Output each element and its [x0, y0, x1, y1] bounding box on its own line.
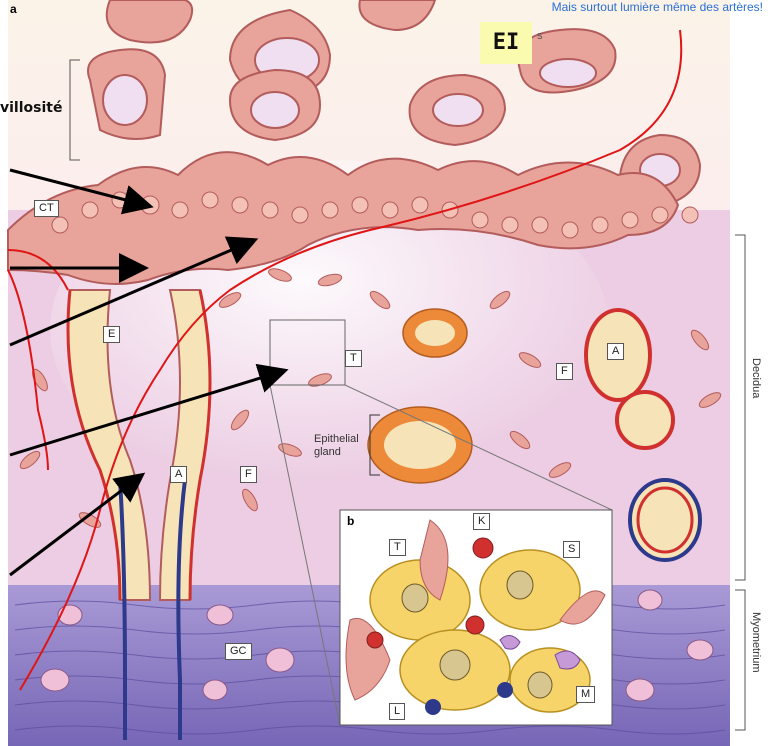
- annotation-red-lines: [7, 29, 683, 691]
- inset-panel-b: [269, 319, 613, 726]
- inset-label-m: M: [576, 686, 596, 703]
- label-t: T: [345, 350, 362, 367]
- epithelial-gland-small: [402, 308, 468, 358]
- villosite-label: villosité: [0, 100, 63, 116]
- gland-label: Epithelial gland: [314, 433, 359, 459]
- decidua-label: Decidua: [750, 358, 762, 399]
- myometrium-label: Myometrium: [750, 612, 762, 673]
- ei-label: EI: [480, 22, 532, 64]
- inset-label-s: S: [563, 541, 581, 558]
- trophoblast-cells: [51, 191, 699, 239]
- gland-label-line2: gland: [314, 446, 341, 458]
- stromal-cells: [19, 268, 722, 528]
- inset-label-l: L: [389, 703, 406, 720]
- label-a-left: A: [170, 466, 188, 483]
- label-ct: CT: [34, 200, 59, 217]
- label-f-left: F: [240, 466, 257, 483]
- villi-bracket: [69, 59, 80, 161]
- inset-label-t: T: [389, 539, 406, 556]
- spiral-artery-left: [66, 289, 212, 740]
- label-gc: GC: [225, 643, 252, 660]
- label-a-right: A: [607, 343, 625, 360]
- panel-b-label: b: [347, 514, 355, 528]
- inset-label-k: K: [473, 513, 491, 530]
- truncated-label: s: [537, 30, 543, 42]
- gland-label-line1: Epithelial: [314, 433, 359, 445]
- annotation-note: Mais surtout lumière même des artères!: [551, 0, 763, 14]
- floating-villi: [87, 0, 702, 207]
- gland-bracket: [369, 414, 380, 476]
- annotation-arrows: [9, 168, 289, 577]
- label-f-right: F: [556, 363, 573, 380]
- panel-a-label: a: [10, 2, 17, 16]
- label-e: E: [103, 326, 121, 343]
- side-brackets: [735, 234, 746, 731]
- trophoblast-shell: [7, 151, 680, 285]
- epithelial-gland-large: [367, 406, 473, 484]
